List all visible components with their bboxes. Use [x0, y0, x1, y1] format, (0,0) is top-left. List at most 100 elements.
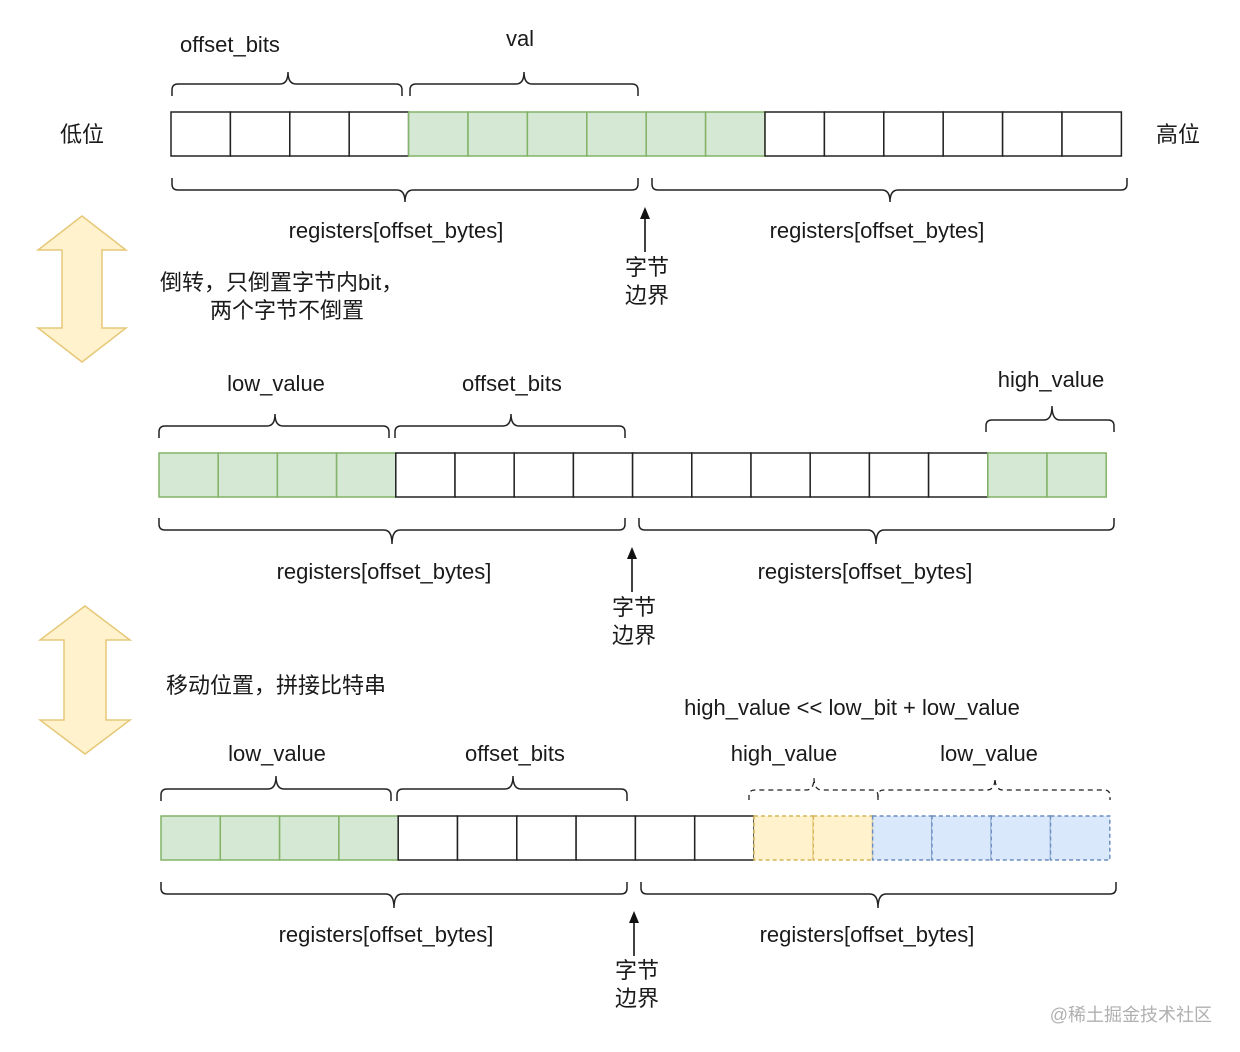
curly-brace-icon — [638, 518, 1115, 545]
bit-cell-green — [217, 452, 279, 498]
bit-cell-green — [160, 815, 222, 861]
bit-cell-blue — [1049, 815, 1111, 861]
bit-cell-green — [335, 452, 397, 498]
up-arrow-icon — [629, 911, 639, 956]
bit-cell-none — [397, 815, 459, 861]
curly-brace-icon — [158, 518, 626, 545]
bit-cell-none — [631, 452, 693, 498]
double-arrow-icon — [35, 215, 129, 363]
reverse-note-line-2: 两个字节不倒置 — [210, 298, 364, 323]
row-3-register-left-label: registers[offset_bytes] — [279, 922, 494, 947]
bit-cell-blue — [990, 815, 1052, 861]
high-side-label: 高位 — [1156, 122, 1200, 147]
bit-cell-none — [634, 815, 696, 861]
row-2-braces — [158, 405, 1115, 545]
bit-cell-none — [289, 111, 350, 157]
bit-cell-none — [750, 452, 811, 498]
bit-cell-none — [691, 452, 752, 498]
row-2-register-left-label: registers[offset_bytes] — [277, 559, 492, 584]
bit-cell-none — [809, 452, 871, 498]
bit-cell-green — [987, 452, 1048, 498]
curly-brace-icon — [394, 413, 626, 438]
curly-brace-icon — [160, 775, 392, 801]
bit-cell-green — [526, 111, 588, 157]
curly-brace-icon — [877, 777, 1111, 800]
bit-cell-none — [927, 452, 989, 498]
bit-cell-green — [704, 111, 766, 157]
curly-brace-icon — [396, 775, 628, 801]
reverse-note-line-1: 倒转，只倒置字节内bit， — [160, 270, 403, 295]
bit-cell-green — [278, 815, 340, 861]
bit-cell-green — [276, 452, 338, 498]
bit-cell-none — [1061, 111, 1123, 157]
row-3-register-right-label: registers[offset_bytes] — [760, 922, 975, 947]
bit-cell-none — [348, 111, 410, 157]
up-arrow-icon — [640, 207, 650, 252]
row-1-byte-boundary-label-1: 字节 — [625, 255, 669, 280]
bit-cell-green — [1046, 452, 1107, 498]
bit-cell-green — [407, 111, 469, 157]
row-1-cells — [170, 111, 1123, 157]
row-3-high-value-label: high_value — [731, 741, 837, 766]
bit-cell-none — [454, 452, 515, 498]
bit-cell-none — [575, 815, 637, 861]
bit-cell-green — [219, 815, 281, 861]
bit-cell-none — [764, 111, 826, 157]
bit-cell-none — [1001, 111, 1063, 157]
row-3-braces — [160, 775, 1117, 909]
bit-cell-green — [338, 815, 399, 861]
bit-cell-none — [823, 111, 885, 157]
row-3-low-value-label: low_value — [228, 741, 326, 766]
curly-brace-icon — [409, 71, 639, 96]
bit-cell-green — [586, 111, 647, 157]
bit-cell-blue — [871, 815, 933, 861]
row-1-braces — [171, 71, 1128, 203]
low-side-label: 低位 — [60, 122, 104, 147]
watermark: @稀土掘金技术社区 — [1050, 1005, 1212, 1025]
row-3-byte-boundary-label-1: 字节 — [615, 958, 659, 983]
row-2-register-right-label: registers[offset_bytes] — [758, 559, 973, 584]
row-3-offset-bits-label: offset_bits — [465, 741, 565, 766]
curly-brace-icon — [748, 777, 879, 800]
curly-brace-icon — [640, 882, 1117, 909]
curly-brace-icon — [160, 882, 628, 909]
bit-cell-none — [395, 452, 456, 498]
row-2-byte-boundary-label-2: 边界 — [612, 623, 656, 648]
row-1-val-label: val — [506, 26, 534, 51]
bit-cell-none — [942, 111, 1004, 157]
bit-cell-blue — [931, 815, 992, 861]
bit-cell-none — [572, 452, 634, 498]
bit-cell-none — [513, 452, 575, 498]
bit-cell-none — [456, 815, 518, 861]
bit-cell-yellow — [753, 815, 815, 861]
double-arrow-icon — [37, 605, 133, 755]
row-2-high-value-label: high_value — [998, 367, 1104, 392]
bit-cell-yellow — [812, 815, 874, 861]
row-2-byte-boundary-label-1: 字节 — [612, 595, 656, 620]
formula-label: high_value << low_bit + low_value — [684, 695, 1020, 720]
row-2-low-value-label: low_value — [227, 371, 325, 396]
bit-cell-none — [693, 815, 755, 861]
row-2-offset-bits-label: offset_bits — [462, 371, 562, 396]
curly-brace-icon — [651, 178, 1128, 203]
bit-cell-none — [229, 111, 291, 157]
row-1-register-left-label: registers[offset_bytes] — [289, 218, 504, 243]
bit-cell-green — [467, 111, 529, 157]
up-arrow-icon — [627, 547, 637, 592]
bit-cell-none — [516, 815, 577, 861]
bit-cell-green — [158, 452, 219, 498]
row-1-offset-bits-label: offset_bits — [180, 32, 280, 57]
curly-brace-icon — [985, 405, 1115, 432]
curly-brace-icon — [171, 178, 639, 203]
bit-cell-green — [645, 111, 707, 157]
bit-cell-none — [170, 111, 232, 157]
bit-cell-none — [868, 452, 930, 498]
move-note: 移动位置，拼接比特串 — [166, 673, 386, 698]
bit-cell-none — [883, 111, 944, 157]
row-1-byte-boundary-label-2: 边界 — [625, 283, 669, 308]
row-2-cells — [158, 452, 1107, 498]
curly-brace-icon — [171, 71, 403, 96]
curly-brace-icon — [158, 413, 390, 438]
row-3-byte-boundary-label-2: 边界 — [615, 986, 659, 1011]
